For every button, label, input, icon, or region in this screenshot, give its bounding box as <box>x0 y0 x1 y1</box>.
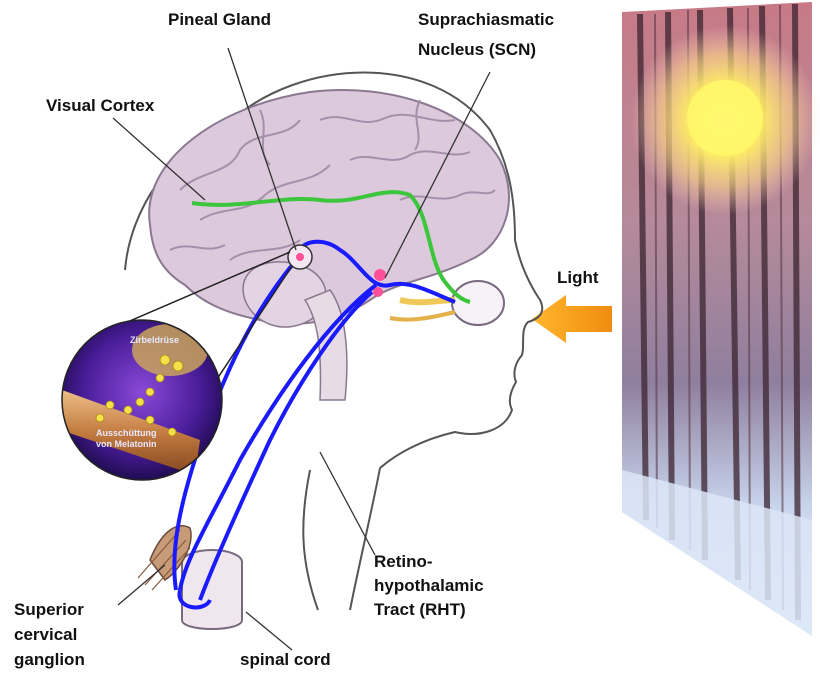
scg-label-line1: Superior <box>14 600 84 620</box>
scn-label-line2: Nucleus (SCN) <box>418 40 536 60</box>
melatonin-inset: Zirbeldrüse Ausschüttung von Melatonin <box>60 320 222 480</box>
scg-label-line2: cervical <box>14 625 77 645</box>
light-label: Light <box>557 268 599 288</box>
scn-marker <box>374 269 386 281</box>
inset-bottom-text-2: von Melatonin <box>96 439 157 449</box>
scg-label-line3: ganglion <box>14 650 85 670</box>
scn-label-line1: Suprachiasmatic <box>418 10 554 30</box>
spinal-cord-label: spinal cord <box>240 650 331 670</box>
inset-top-text: Zirbeldrüse <box>130 335 179 345</box>
pineal-gland-label: Pineal Gland <box>168 10 271 30</box>
scn-marker-2 <box>373 287 383 297</box>
rht-label-line2: hypothalamic <box>374 576 484 596</box>
rht-label-line1: Retino- <box>374 552 433 572</box>
rht-label-line3: Tract (RHT) <box>374 600 466 620</box>
spinal-cord <box>182 550 242 629</box>
visual-cortex-label: Visual Cortex <box>46 96 154 116</box>
forest-photo <box>622 2 820 636</box>
inset-bottom-text-1: Ausschüttung <box>96 428 157 438</box>
light-arrow-icon <box>532 295 612 343</box>
